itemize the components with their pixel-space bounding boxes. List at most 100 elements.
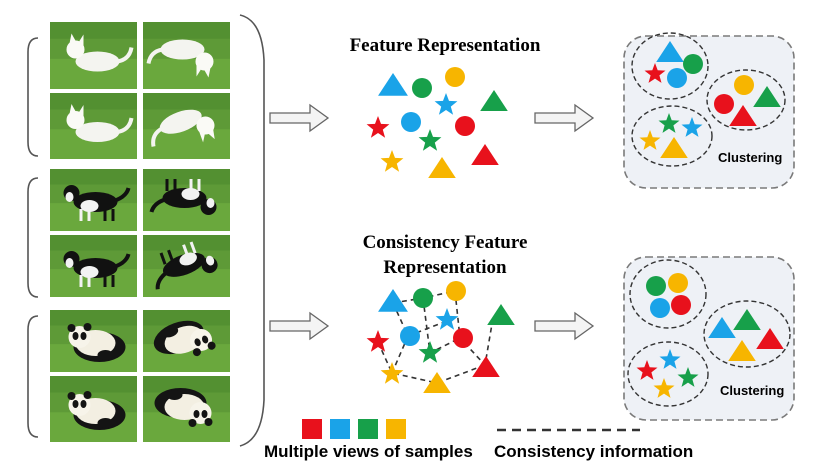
green-circle-marker	[683, 54, 703, 74]
dog-leg	[159, 252, 167, 265]
dog-leg	[111, 209, 115, 221]
red-triangle-marker	[471, 144, 499, 165]
panda-sample-image	[50, 376, 137, 442]
panda-leg	[97, 418, 114, 428]
grass-shadow	[50, 376, 137, 393]
red-star-marker	[366, 116, 390, 138]
clustering-panel-bottom	[623, 256, 795, 421]
legend-blue-swatch	[330, 419, 350, 439]
consistency-link	[377, 341, 486, 384]
cat-ear	[206, 129, 215, 140]
red-star-marker	[366, 330, 390, 352]
blue-triangle-marker	[378, 289, 408, 312]
red-circle-marker	[455, 116, 475, 136]
dog-group-bracket	[27, 177, 39, 298]
panda-eye-patch	[201, 410, 208, 418]
yellow-triangle-marker	[660, 137, 688, 158]
yellow-circle-marker	[446, 281, 466, 301]
green-star-marker	[658, 113, 680, 133]
cat-tail	[151, 126, 163, 147]
cat-sample-image	[143, 93, 230, 159]
dog-leg	[189, 241, 197, 254]
dog-leg	[79, 275, 83, 287]
cat-head	[66, 40, 85, 59]
grass-shadow	[143, 169, 230, 185]
consistency-feature-title-line1: Consistency Feature	[362, 232, 528, 253]
dog-figure	[63, 251, 131, 287]
cat-sample-image	[50, 93, 137, 159]
blue-triangle-marker	[656, 41, 684, 62]
panda-leg	[166, 390, 183, 400]
clustering-panel-top	[623, 35, 795, 189]
grass-shadow	[143, 235, 230, 251]
panda-figure	[153, 320, 216, 357]
grass-shadow	[50, 93, 137, 110]
cat-ear	[203, 67, 211, 78]
cat-ear	[196, 65, 202, 77]
cluster-boundary	[629, 259, 707, 329]
green-circle-marker	[412, 78, 432, 98]
cat-ear	[78, 34, 84, 46]
dog-tail	[149, 198, 165, 213]
consistency-link	[407, 320, 448, 337]
cat-figure	[151, 109, 215, 147]
red-triangle-marker	[729, 105, 757, 126]
red-star-marker	[644, 63, 666, 83]
panda-ear	[67, 324, 76, 332]
cluster-boundary	[627, 341, 709, 407]
grass-shadow	[143, 376, 230, 393]
grass-highlight	[143, 58, 230, 89]
dog-leg	[87, 209, 91, 221]
panda-leg	[97, 350, 114, 360]
feature-representation-title: Feature Representation	[349, 35, 541, 56]
dog-leg	[167, 249, 175, 262]
dog-figure	[155, 241, 218, 290]
panda-eye-patch	[72, 332, 79, 340]
cat-figure	[146, 39, 214, 78]
dog-figure	[149, 179, 217, 215]
grass-shadow	[143, 22, 230, 39]
panda-sample-image	[143, 310, 230, 372]
panda-figure	[67, 391, 126, 430]
grass-shadow	[50, 22, 137, 39]
cluster-boundary	[631, 105, 713, 167]
dog-leg	[173, 179, 177, 191]
dog-leg	[165, 179, 169, 191]
cat-figure	[66, 104, 134, 142]
blue-triangle-marker	[378, 73, 408, 96]
dog-chest	[80, 266, 99, 278]
all-samples-bracket	[239, 14, 265, 447]
green-star-marker	[677, 367, 699, 387]
dog-chest	[181, 188, 200, 200]
cat-body	[160, 39, 205, 60]
panda-eye-patch	[80, 332, 87, 340]
panda-ear	[83, 391, 92, 399]
cat-sample-image	[143, 22, 230, 89]
yellow-circle-marker	[734, 75, 754, 95]
red-circle-marker	[671, 295, 691, 315]
panda-figure	[154, 388, 213, 427]
cat-tail	[146, 47, 163, 64]
panda-eye-patch	[201, 335, 209, 344]
consistency-link	[454, 290, 494, 367]
dog-leg	[197, 179, 201, 191]
red-circle-marker	[714, 94, 734, 114]
dog-chest	[80, 200, 99, 212]
yellow-star-marker	[380, 150, 404, 172]
green-triangle-marker	[753, 86, 781, 107]
dog-tail	[115, 253, 131, 268]
dog-sample-image	[50, 169, 137, 231]
yellow-triangle-marker	[728, 340, 756, 361]
cat-tail	[117, 117, 134, 134]
blue-star-marker	[659, 349, 681, 369]
panda-eye-patch	[193, 410, 200, 418]
legend-yellow-swatch	[386, 419, 406, 439]
yellow-circle-marker	[668, 273, 688, 293]
green-circle-marker	[646, 276, 666, 296]
consistency-feature-title-line2: Representation	[383, 257, 507, 278]
clustering-label-top: Clustering	[718, 150, 783, 165]
cat-ear	[78, 105, 84, 116]
cat-group-bracket	[27, 37, 39, 157]
